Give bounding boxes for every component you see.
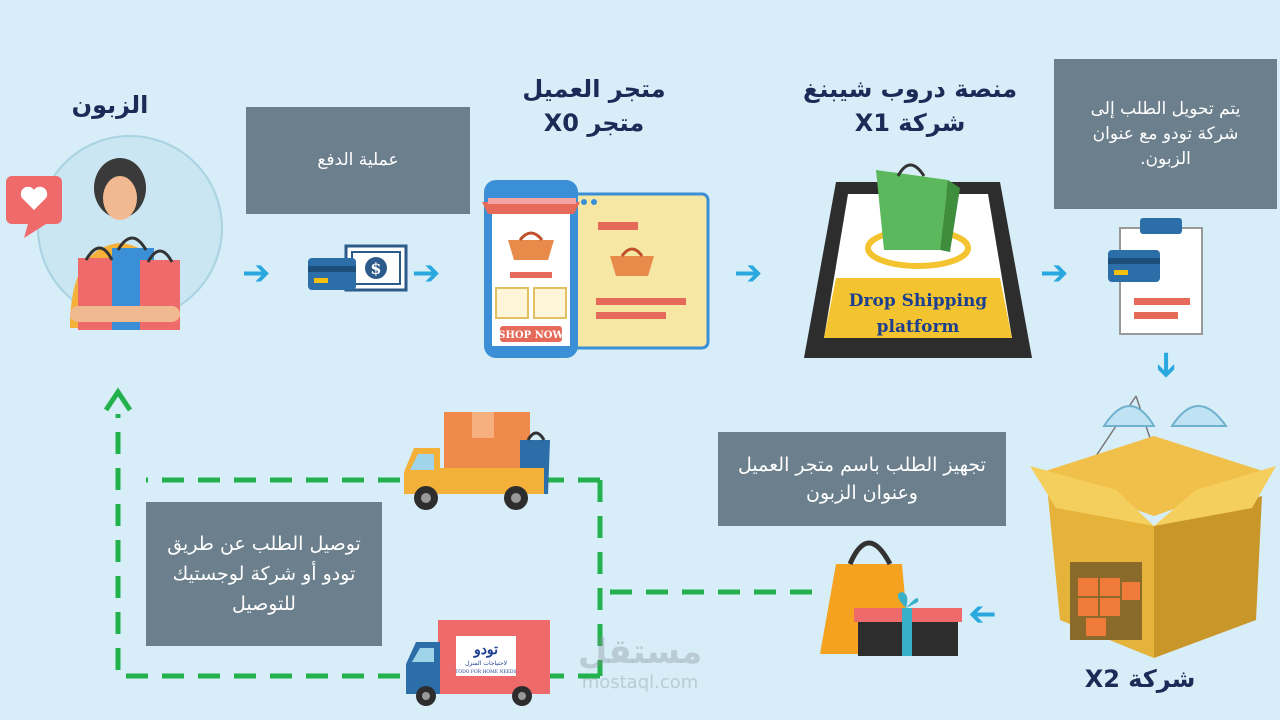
- warehouse-box-illustration: [1030, 395, 1276, 658]
- shopping-bag-gift-icon: [820, 540, 962, 656]
- customer-illustration: [6, 135, 223, 330]
- arrow-right-4: ➔: [1040, 253, 1069, 293]
- svg-text:$: $: [370, 259, 381, 278]
- platform-title-line1: منصة دروب شيبنغ: [802, 75, 1018, 103]
- customer-label: الزبون: [71, 91, 149, 119]
- watermark-arabic: مستقل: [577, 632, 703, 672]
- tablet-text-line2: platform: [877, 317, 960, 337]
- platform-title: منصة دروب شيبنغ شركة X1: [760, 72, 1060, 140]
- arrow-right-3: ➔: [734, 253, 763, 293]
- payment-cash-icon: $: [308, 244, 408, 292]
- transfer-box: يتم تحويل الطلب إلى شركة تودو مع عنوان ا…: [1054, 59, 1277, 209]
- delivery-box: توصيل الطلب عن طريق تودو أو شركة لوجستيك…: [146, 502, 382, 646]
- platform-title-line2: شركة X1: [854, 109, 966, 137]
- todo-truck-icon: تودو لاحتياجات المنزل TODO FOR HOME NEED…: [406, 620, 550, 706]
- watermark: مستقل mostaql.com: [560, 632, 720, 694]
- todo-logo-sub-text: لاحتياجات المنزل: [465, 660, 507, 667]
- x2-label: شركة X2: [1084, 665, 1196, 693]
- delivery-truck-1-icon: [404, 412, 550, 510]
- store-title-line2: متجر X0: [543, 109, 645, 137]
- platform-tablet-illustration: Drop Shipping platform: [804, 163, 1032, 358]
- payment-box: عملية الدفع: [246, 107, 470, 214]
- todo-logo-text: تودو: [473, 642, 498, 658]
- todo-logo-sub-latin: TODO FOR HOME NEEDS: [455, 669, 516, 675]
- watermark-latin: mostaql.com: [581, 672, 699, 693]
- dashed-arrowhead-up: [103, 387, 133, 412]
- clipboard-icon: [1108, 218, 1203, 335]
- heart-bubble-icon: [6, 176, 62, 238]
- arrow-right-1: ➔: [242, 253, 271, 293]
- store-title: متجر العميل متجر X0: [480, 72, 708, 140]
- store-title-line1: متجر العميل: [522, 75, 666, 103]
- shop-now-label: SHOP NOW: [498, 330, 564, 341]
- tablet-text-line1: Drop Shipping: [849, 291, 988, 311]
- prepare-box: تجهيز الطلب باسم متجر العميل وعنوان الزب…: [718, 432, 1006, 526]
- arrow-right-2: ➔: [412, 253, 441, 293]
- store-illustration: SHOP NOW: [482, 180, 710, 358]
